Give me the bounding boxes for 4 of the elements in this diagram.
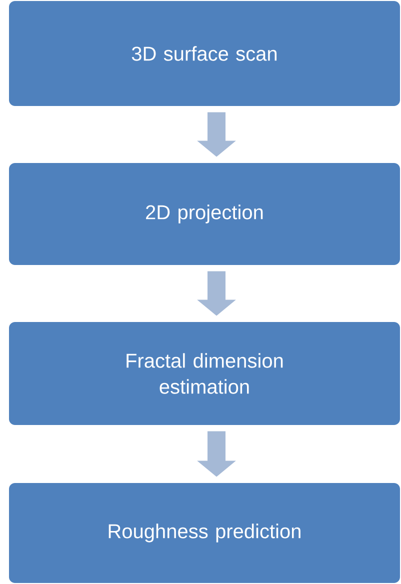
process-box: Fractal dimension estimation — [9, 322, 400, 425]
process-box: Roughness prediction — [9, 483, 400, 583]
process-box: 3D surface scan — [9, 1, 400, 106]
process-box: 2D projection — [9, 163, 400, 265]
